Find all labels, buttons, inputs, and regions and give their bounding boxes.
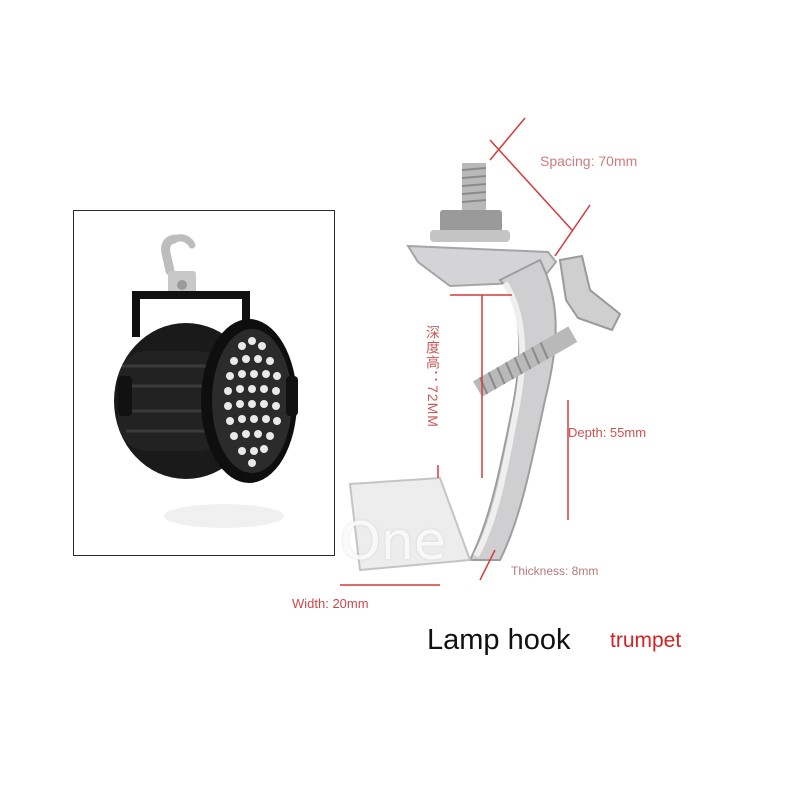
depth-label: Depth: 55mm (568, 425, 647, 440)
par-light-illustration (114, 234, 298, 528)
height-label: 深度高：72MM (425, 325, 441, 428)
thickness-label: Thickness: 8mm (511, 564, 599, 578)
product-title: Lamp hook (427, 624, 571, 656)
product-subtitle: trumpet (610, 629, 682, 652)
fixture-photo-frame (73, 210, 335, 556)
width-label: Width: 20mm (292, 596, 369, 611)
watermark: One (340, 512, 446, 572)
spacing-label: Spacing: 70mm (540, 153, 638, 169)
